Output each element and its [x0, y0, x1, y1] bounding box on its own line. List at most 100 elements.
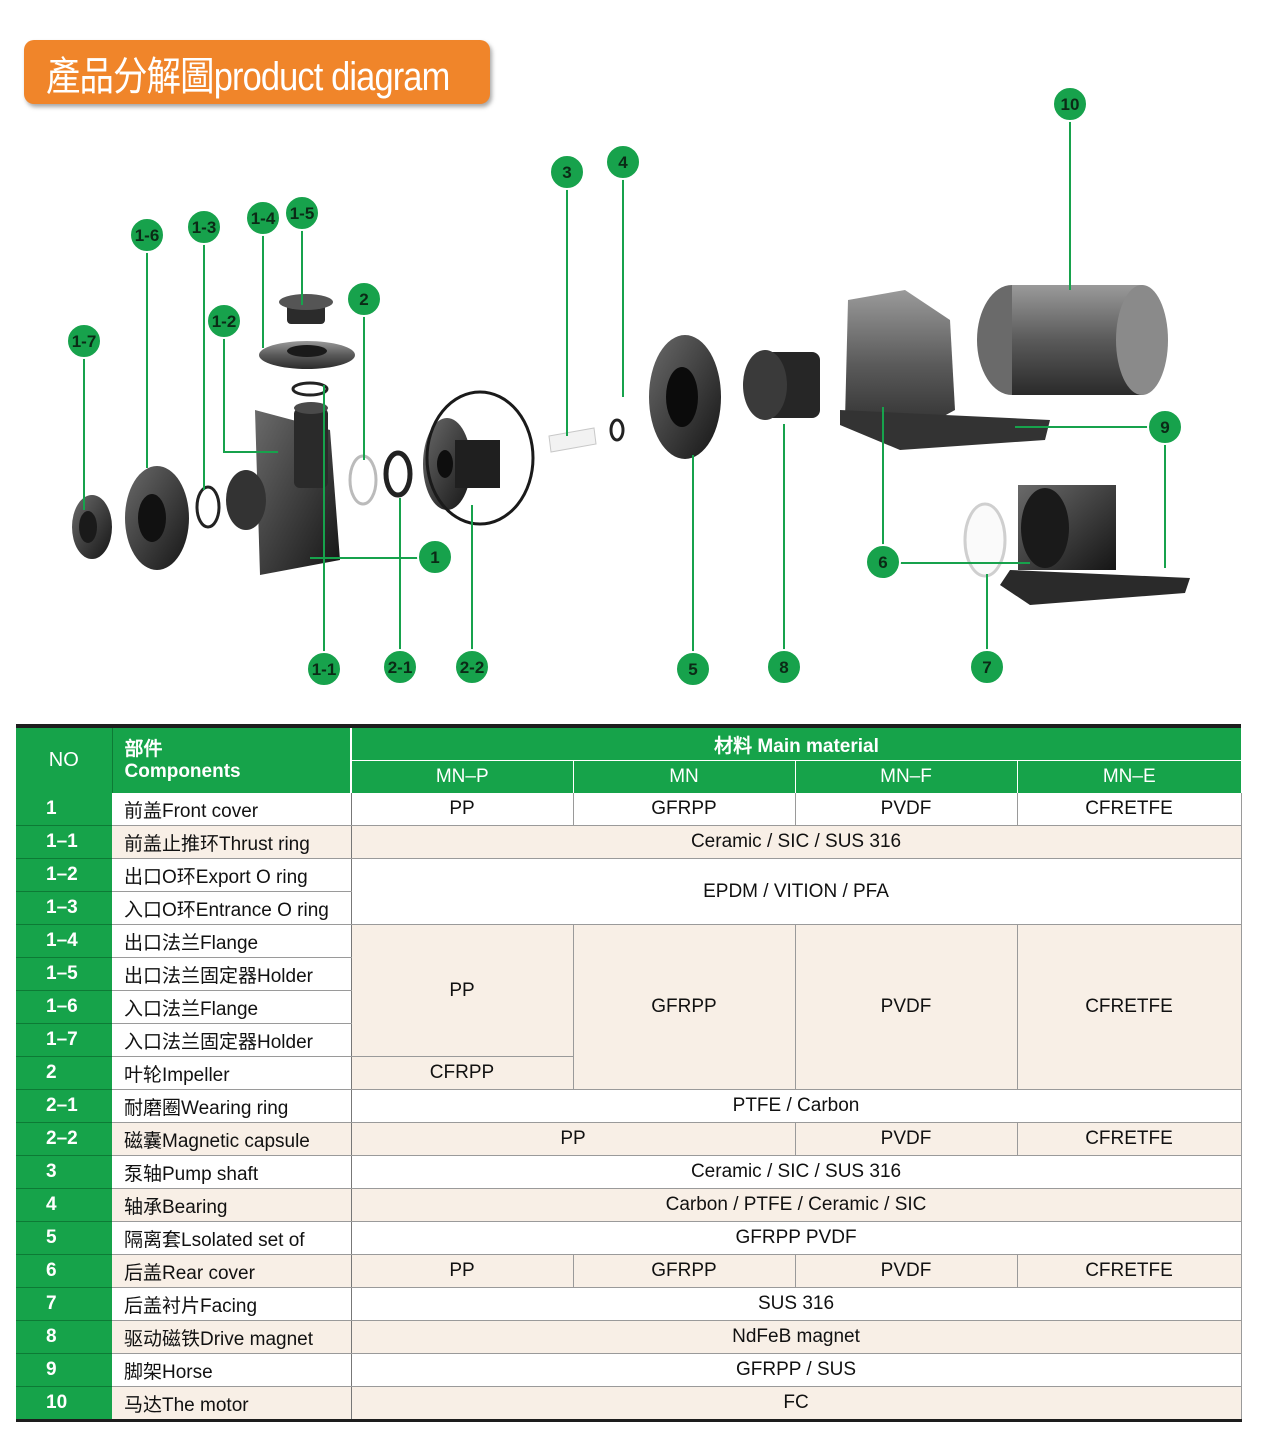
table-row: 1–2 出口O环Export O ring EPDM / VITION / PF…	[16, 858, 1242, 925]
table-row: 5 隔离套Lsolated set of GFRPP PVDF	[16, 1221, 1242, 1255]
table-row: 1–3 入口O环Entrance O ring	[16, 891, 1241, 925]
callout-label: 3	[562, 163, 571, 182]
callout-label: 9	[1160, 418, 1169, 437]
callout-9: 9	[1147, 409, 1183, 445]
callout-2-2: 2-2	[454, 649, 490, 685]
part-outlet-flange	[259, 341, 355, 369]
cell: PP	[351, 924, 574, 1057]
callout-label: 1-1	[312, 660, 337, 679]
callout-label: 8	[779, 658, 788, 677]
part-outlet-flange-holder	[279, 294, 333, 324]
callout-label: 1-6	[135, 226, 160, 245]
row-component: 入口法兰固定器Holder	[112, 1023, 352, 1057]
cell: PP	[351, 1122, 796, 1156]
part-isolated-set	[649, 335, 721, 459]
row-no: 2–1	[16, 1089, 112, 1123]
row-no: 4	[16, 1188, 112, 1222]
part-impeller-ring	[348, 454, 378, 506]
callout-6: 6	[865, 544, 901, 580]
row-no: 2–2	[16, 1122, 112, 1156]
part-inlet-o-ring	[195, 485, 221, 529]
cell: GFRPP / SUS	[351, 1353, 1242, 1387]
row-no: 1–7	[16, 1023, 112, 1057]
table-row: 10 马达The motor FC	[16, 1386, 1242, 1422]
callout-label: 6	[878, 553, 887, 572]
callout-label: 1-4	[251, 209, 276, 228]
cell: GFRPP	[573, 1254, 796, 1288]
table-row: 1 前盖Front cover PP GFRPP PVDF CFRETFE	[16, 793, 1242, 826]
table-row: 2–1 耐磨圈Wearing ring PTFE / Carbon	[16, 1089, 1242, 1123]
part-bearing	[609, 418, 625, 442]
table-row: 1–4 出口法兰Flange PP GFRPP PVDF CFRETFE	[16, 924, 1242, 1090]
table-row: 7 后盖衬片Facing SUS 316	[16, 1287, 1242, 1321]
row-no: 2	[16, 1056, 112, 1090]
leader-lines	[83, 120, 1166, 652]
callout-1-3: 1-3	[186, 209, 222, 245]
row-no: 1–3	[16, 891, 112, 925]
cell: NdFeB magnet	[351, 1320, 1242, 1354]
row-component: 后盖Rear cover	[112, 1254, 352, 1288]
part-outlet-o-ring	[291, 381, 329, 397]
part-drive-magnet	[743, 350, 820, 420]
callout-label: 4	[618, 153, 628, 172]
row-no: 3	[16, 1155, 112, 1189]
row-no: 1–4	[16, 924, 112, 958]
row-component: 磁囊Magnetic capsule	[112, 1122, 352, 1156]
callout-10: 10	[1052, 86, 1088, 122]
callout-8: 8	[766, 649, 802, 685]
callout-1: 1	[417, 539, 453, 575]
row-no: 1–5	[16, 957, 112, 991]
header-no: NO	[16, 726, 113, 793]
row-no: 7	[16, 1287, 112, 1321]
cell: PVDF	[795, 924, 1018, 1090]
row-component: 前盖Front cover	[112, 793, 352, 826]
callout-1-1: 1-1	[306, 651, 342, 687]
callout-2: 2	[346, 281, 382, 317]
cell: GFRPP	[573, 793, 796, 826]
row-component: 入口法兰Flange	[112, 990, 352, 1024]
row-no: 10	[16, 1386, 112, 1422]
table-row: 6 后盖Rear cover PP GFRPP PVDF CFRETFE	[16, 1254, 1242, 1288]
part-horse	[1000, 485, 1190, 605]
row-component: 隔离套Lsolated set of	[112, 1221, 352, 1255]
header-main-material: 材料 Main material	[351, 726, 1242, 761]
row-no: 5	[16, 1221, 112, 1255]
cell: CFRETFE	[1017, 793, 1242, 826]
callout-4: 4	[605, 144, 641, 180]
cell: Carbon / PTFE / Ceramic / SIC	[351, 1188, 1242, 1222]
row-component: 耐磨圈Wearing ring	[112, 1089, 352, 1123]
callout-3: 3	[549, 154, 585, 190]
callout-7: 7	[969, 649, 1005, 685]
row-no: 6	[16, 1254, 112, 1288]
cell: GFRPP PVDF	[351, 1221, 1242, 1255]
cell: PP	[351, 793, 574, 826]
row-no: 1–6	[16, 990, 112, 1024]
material-table: NO 部件 Components 材料 Main material MN–P M…	[16, 724, 1242, 1422]
cell: PVDF	[795, 1122, 1018, 1156]
part-inlet-flange-holder	[72, 495, 112, 559]
table-row: 9 脚架Horse GFRPP / SUS	[16, 1353, 1242, 1387]
table-row: 2 叶轮Impeller CFRPP	[16, 1056, 1241, 1090]
part-rear-cover	[840, 290, 1050, 450]
table-row: 4 轴承Bearing Carbon / PTFE / Ceramic / SI…	[16, 1188, 1242, 1222]
header-components: 部件 Components	[112, 726, 352, 793]
header-model: MN	[573, 760, 796, 793]
part-motor	[977, 285, 1168, 395]
header-model: MN–F	[795, 760, 1018, 793]
part-magnetic-capsule	[423, 390, 535, 526]
callout-label: 5	[688, 660, 697, 679]
row-component: 出口法兰固定器Holder	[112, 957, 352, 991]
table-row: 1–7 入口法兰固定器Holder	[16, 1023, 1241, 1057]
cell: Ceramic / SIC / SUS 316	[351, 1155, 1242, 1189]
row-component: 泵轴Pump shaft	[112, 1155, 352, 1189]
callout-label: 1-7	[72, 332, 97, 351]
cell: EPDM / VITION / PFA	[351, 858, 1242, 925]
callout-1-2: 1-2	[206, 303, 242, 339]
title-banner: 產品分解圖product diagram	[24, 40, 490, 104]
cell: PVDF	[795, 1254, 1018, 1288]
cell: FC	[351, 1386, 1242, 1422]
row-component: 后盖衬片Facing	[112, 1287, 352, 1321]
row-component: 出口O环Export O ring	[112, 858, 352, 892]
table-row: 8 驱动磁铁Drive magnet NdFeB magnet	[16, 1320, 1242, 1354]
part-pump-shaft	[548, 427, 597, 453]
